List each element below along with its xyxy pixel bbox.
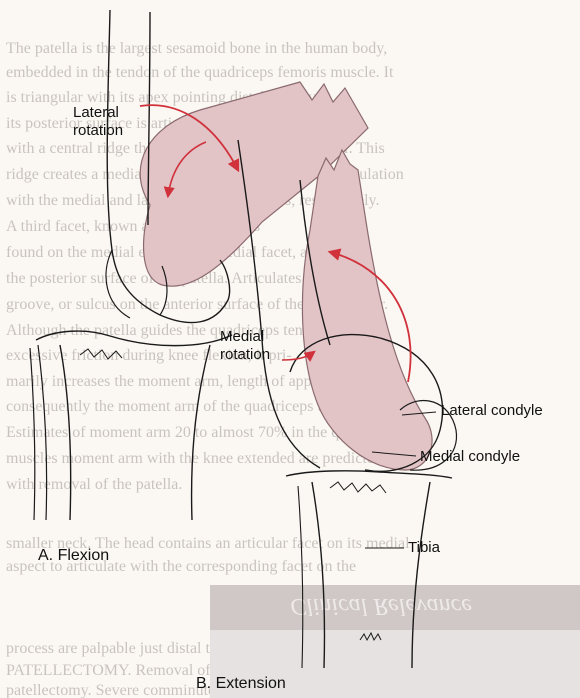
- extension-figure: [238, 140, 457, 668]
- flexion-tibia: [36, 331, 232, 520]
- flexion-fibula: [30, 345, 47, 520]
- extension-fibula: [298, 486, 303, 668]
- extension-caption: B. Extension: [196, 674, 286, 693]
- lateral-condyle-label: Lateral condyle: [441, 402, 543, 420]
- extension-bone-texture: [360, 633, 381, 640]
- medial-rotation-label-line1: Medial: [220, 328, 270, 346]
- medial-rotation-label-line2: rotation: [220, 346, 270, 364]
- flexion-caption: A. Flexion: [38, 546, 109, 565]
- medial-rotation-label: Medial rotation: [220, 328, 270, 364]
- extension-muscle-band: [302, 150, 432, 470]
- medial-condyle-label: Medial condyle: [420, 448, 520, 466]
- extension-tibia: [286, 471, 452, 668]
- lateral-rotation-label-line1: Lateral: [73, 104, 123, 122]
- extension-growth-plate: [330, 482, 386, 493]
- lateral-rotation-label-line2: rotation: [73, 122, 123, 140]
- flexion-growth-plate: [80, 349, 122, 359]
- tibia-label: Tibia: [408, 539, 440, 557]
- lateral-rotation-label: Lateral rotation: [73, 104, 123, 140]
